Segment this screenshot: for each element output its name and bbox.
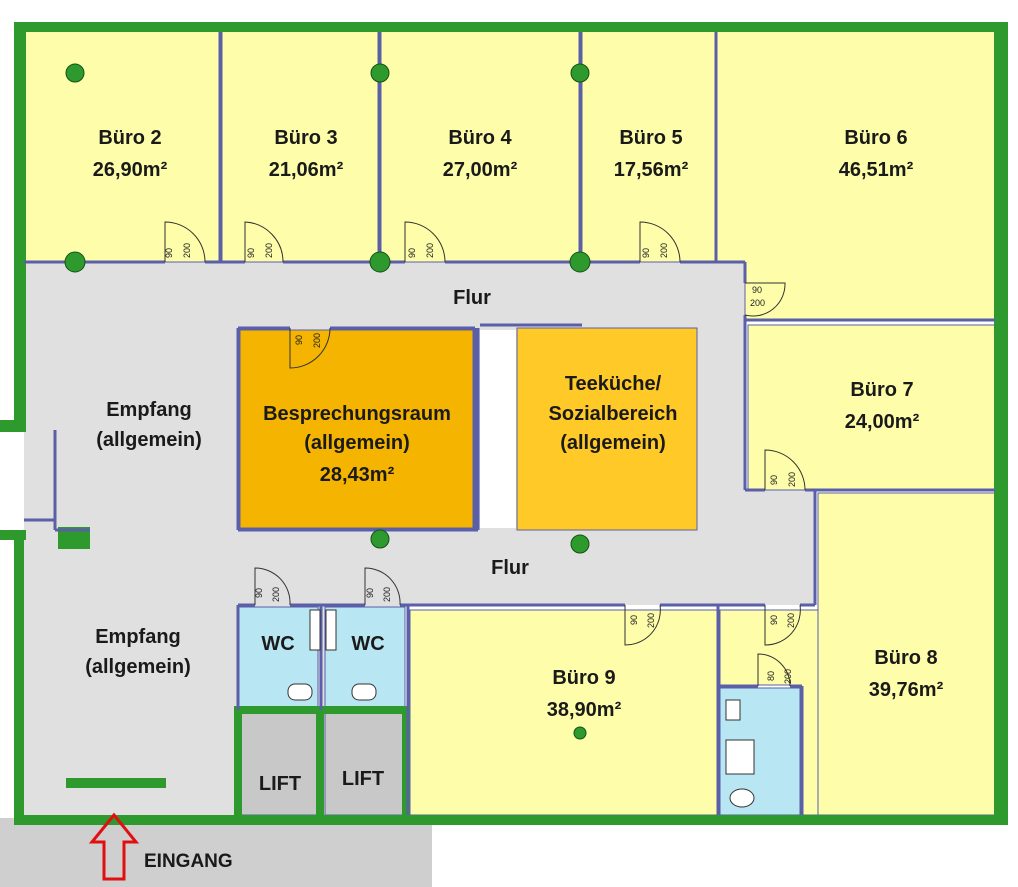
room-besprechungsraum xyxy=(239,329,474,529)
area-buero-4: 27,00m² xyxy=(443,159,518,181)
label-empfang-bottom-sub: (allgemein) xyxy=(85,656,191,678)
dim-w: 90 xyxy=(246,248,256,258)
area-buero-3: 21,06m² xyxy=(269,159,344,181)
label-wc-1: WC xyxy=(261,633,294,655)
dim-h: 200 xyxy=(750,298,765,308)
room-buero-9 xyxy=(409,609,718,816)
room-buero-8 xyxy=(817,492,996,816)
lift-shaft-2 xyxy=(324,711,404,816)
label-empfang-top-sub: (allgemein) xyxy=(96,429,202,451)
dim-w: 90 xyxy=(294,335,304,345)
area-buero-5: 17,56m² xyxy=(614,159,689,181)
dim-w: 90 xyxy=(641,248,651,258)
lift-shaft-1 xyxy=(239,711,319,816)
area-besprechungsraum: 28,43m² xyxy=(320,464,395,486)
dim-w: 90 xyxy=(407,248,417,258)
dim-h: 200 xyxy=(382,587,392,602)
door-swings xyxy=(164,221,806,687)
dim-h: 200 xyxy=(182,243,192,258)
dim-w: 90 xyxy=(769,475,779,485)
label-buero-8: Büro 8 xyxy=(874,647,937,669)
room-buero-7 xyxy=(747,324,996,491)
dim-h: 200 xyxy=(271,587,281,602)
dim-h: 200 xyxy=(264,243,274,258)
dim-w: 80 xyxy=(766,671,776,681)
label-teekueche: Teeküche/ xyxy=(565,373,662,395)
dim-w: 90 xyxy=(365,588,375,598)
dim-h: 200 xyxy=(783,669,793,684)
area-buero-9: 38,90m² xyxy=(547,699,622,721)
label-buero-9: Büro 9 xyxy=(552,667,615,689)
dim-w: 90 xyxy=(769,615,779,625)
room-divider-strip xyxy=(480,330,516,528)
area-buero-6: 46,51m² xyxy=(839,159,914,181)
dim-h: 200 xyxy=(659,243,669,258)
label-teekueche-sub: (allgemein) xyxy=(560,432,666,454)
entrance-label: EINGANG xyxy=(144,851,233,872)
label-wc-2: WC xyxy=(351,633,384,655)
area-buero-8: 39,76m² xyxy=(869,679,944,701)
label-flur-mid: Flur xyxy=(491,557,529,579)
dim-w: 90 xyxy=(164,248,174,258)
label-empfang-top: Empfang xyxy=(106,399,192,421)
area-buero-7: 24,00m² xyxy=(845,411,920,433)
dim-h: 200 xyxy=(425,243,435,258)
label-besprechungsraum: Besprechungsraum xyxy=(263,403,451,425)
room-teekueche xyxy=(516,327,698,531)
street-area xyxy=(0,818,432,887)
label-buero-2: Büro 2 xyxy=(98,127,161,149)
label-lift-1: LIFT xyxy=(259,773,301,795)
structural-columns xyxy=(64,63,591,740)
dim-h: 200 xyxy=(786,613,796,628)
door-dimension-marks: 90 200 90 200 90 200 90 200 90 200 90 20… xyxy=(164,243,797,684)
dim-w: 90 xyxy=(254,588,264,598)
label-sozialbereich: Sozialbereich xyxy=(549,403,678,425)
dim-h: 200 xyxy=(787,472,797,487)
dim-h: 200 xyxy=(312,333,322,348)
dim-h: 200 xyxy=(646,613,656,628)
label-buero-3: Büro 3 xyxy=(274,127,337,149)
label-lift-2: LIFT xyxy=(342,768,384,790)
room-buero-2 xyxy=(23,29,221,263)
label-buero-4: Büro 4 xyxy=(448,127,512,149)
dim-w: 90 xyxy=(752,285,762,295)
room-labels: Büro 2 26,90m² Büro 3 21,06m² Büro 4 27,… xyxy=(85,127,943,795)
arrow-up-icon xyxy=(88,812,140,881)
label-flur-top: Flur xyxy=(453,287,491,309)
sanitary-fixtures xyxy=(287,609,755,808)
label-buero-6: Büro 6 xyxy=(844,127,907,149)
dim-w: 90 xyxy=(629,615,639,625)
label-buero-7: Büro 7 xyxy=(850,379,913,401)
area-buero-2: 26,90m² xyxy=(93,159,168,181)
label-besprechungsraum-sub: (allgemein) xyxy=(304,432,410,454)
label-empfang-bottom: Empfang xyxy=(95,626,181,648)
label-buero-5: Büro 5 xyxy=(619,127,682,149)
